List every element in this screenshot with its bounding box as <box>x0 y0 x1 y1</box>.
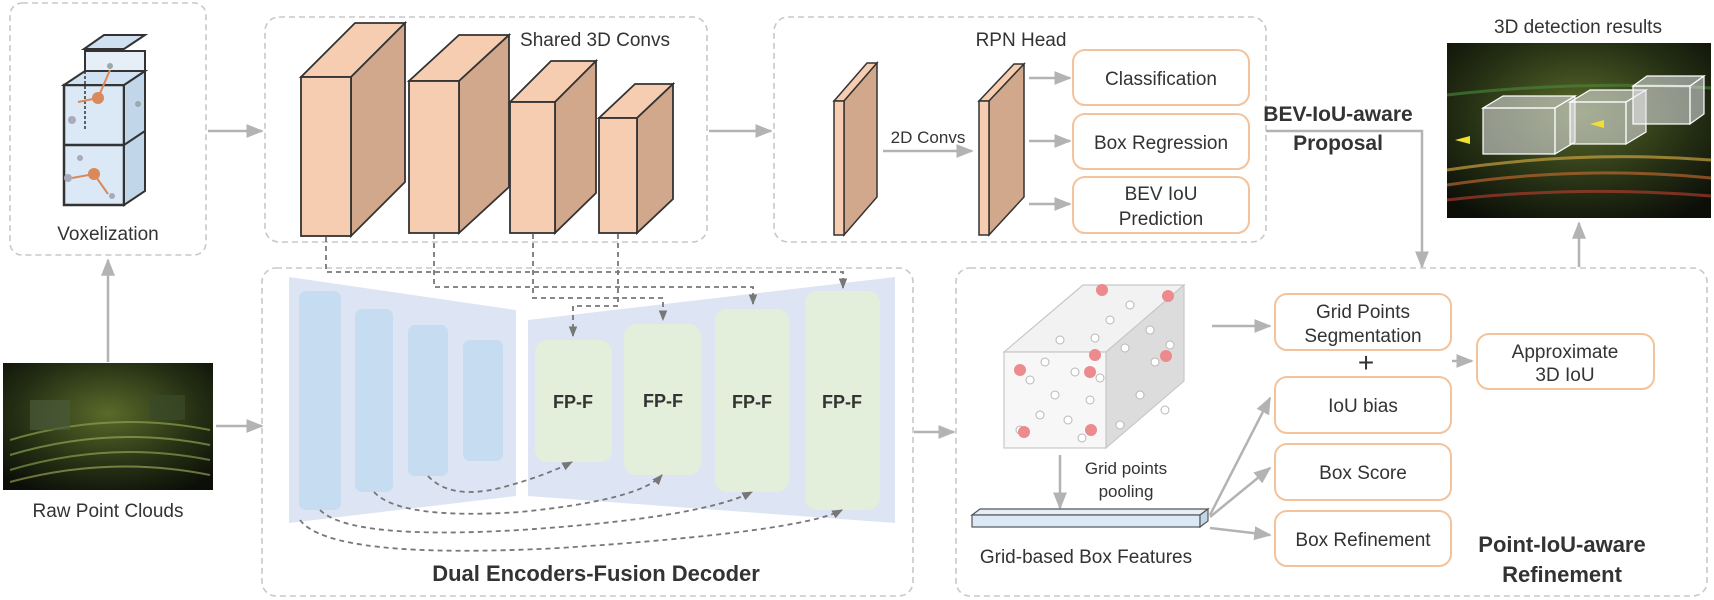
encoder-bar-2 <box>355 309 393 492</box>
fpf-block-4: FP-F <box>805 291 880 510</box>
rpn-head-title: RPN Head <box>976 30 1067 51</box>
rpn-head-panel: RPN Head 2D Convs Classification Box Reg… <box>773 16 1267 243</box>
bev-iou-prediction-box: BEV IoU Prediction <box>1072 176 1250 234</box>
box-refinement-box: Box Refinement <box>1274 510 1452 567</box>
fpf-label-3: FP-F <box>732 392 772 412</box>
proposal-label-line2: Proposal <box>1293 132 1383 155</box>
pooling-label-line2: pooling <box>1099 482 1154 501</box>
voxel-grid-icon <box>60 34 149 207</box>
conv-block-4 <box>596 81 676 236</box>
shared-3d-convs-title: Shared 3D Convs <box>520 30 670 51</box>
shared-3d-convs-panel: Shared 3D Convs <box>264 16 708 243</box>
refinement-title-line1: Point-IoU-aware <box>1478 532 1645 557</box>
box-regression-label: Box Regression <box>1094 133 1228 154</box>
iou-bias-label: IoU bias <box>1328 396 1398 417</box>
fpf-block-1: FP-F <box>535 340 612 462</box>
grid-based-box-features-bar <box>970 507 1210 529</box>
iou-bias-box: IoU bias <box>1274 376 1452 434</box>
2d-convs-label: 2D Convs <box>891 128 966 147</box>
fpf-block-3: FP-F <box>715 309 789 492</box>
classification-label: Classification <box>1105 69 1217 90</box>
detection-results-title: 3D detection results <box>1494 17 1662 38</box>
bev-iou-label-line2: Prediction <box>1119 209 1204 230</box>
fpf-label-1: FP-F <box>553 392 593 412</box>
conv-block-1 <box>298 20 408 239</box>
plus-sign: + <box>1358 347 1374 378</box>
box-score-box: Box Score <box>1274 443 1452 501</box>
encoder-bar-1 <box>299 291 341 510</box>
voxelization-panel: Voxelization <box>9 2 207 256</box>
conv-block-2 <box>406 32 512 236</box>
raw-point-clouds-label: Raw Point Clouds <box>32 501 183 522</box>
approx-label-line1: Approximate <box>1512 342 1619 363</box>
pooling-label-line1: Grid points <box>1085 459 1167 478</box>
grid-points-segmentation-box: Grid Points Segmentation <box>1274 293 1452 351</box>
box-score-label: Box Score <box>1319 463 1407 484</box>
classification-box: Classification <box>1072 49 1250 106</box>
encoder-bar-3 <box>408 325 448 476</box>
gridseg-label-line2: Segmentation <box>1304 326 1421 347</box>
rpn-feature-map-1 <box>832 60 879 238</box>
box-regression-box: Box Regression <box>1072 113 1250 170</box>
bev-iou-label-line1: BEV IoU <box>1125 184 1198 205</box>
refinement-title-line2: Refinement <box>1502 562 1622 587</box>
voxelization-label: Voxelization <box>57 224 158 245</box>
approximate-3d-iou-box: Approximate 3D IoU <box>1476 333 1655 390</box>
gridseg-label-line1: Grid Points <box>1316 302 1410 323</box>
conv-block-3 <box>507 58 599 236</box>
fpf-block-2: FP-F <box>624 324 701 475</box>
box-refinement-label: Box Refinement <box>1295 530 1431 551</box>
proposal-label-line1: BEV-IoU-aware <box>1263 103 1412 126</box>
fpf-label-4: FP-F <box>822 392 862 412</box>
approx-label-line2: 3D IoU <box>1535 365 1594 386</box>
encoder-trapezoid <box>289 277 516 523</box>
refinement-panel: Grid points pooling Grid-based Box Featu… <box>955 267 1708 597</box>
decoder-trapezoid <box>528 277 895 523</box>
raw-point-cloud-image <box>3 363 213 490</box>
arrow-proposal-to-refinement <box>1266 129 1429 269</box>
grid-based-box-features-label: Grid-based Box Features <box>980 547 1192 568</box>
decoder-title: Dual Encoders-Fusion Decoder <box>432 561 760 586</box>
rpn-feature-map-2 <box>977 62 1026 237</box>
grid-points-cube <box>1002 283 1186 450</box>
fpf-label-2: FP-F <box>643 391 683 411</box>
detection-results-image <box>1446 43 1712 218</box>
dual-encoders-fusion-decoder-panel: FP-F FP-F FP-F FP-F Dual Encoders-Fusion… <box>261 267 914 597</box>
shared-to-decoder-connections <box>325 234 848 338</box>
encoder-bar-4 <box>463 340 503 461</box>
